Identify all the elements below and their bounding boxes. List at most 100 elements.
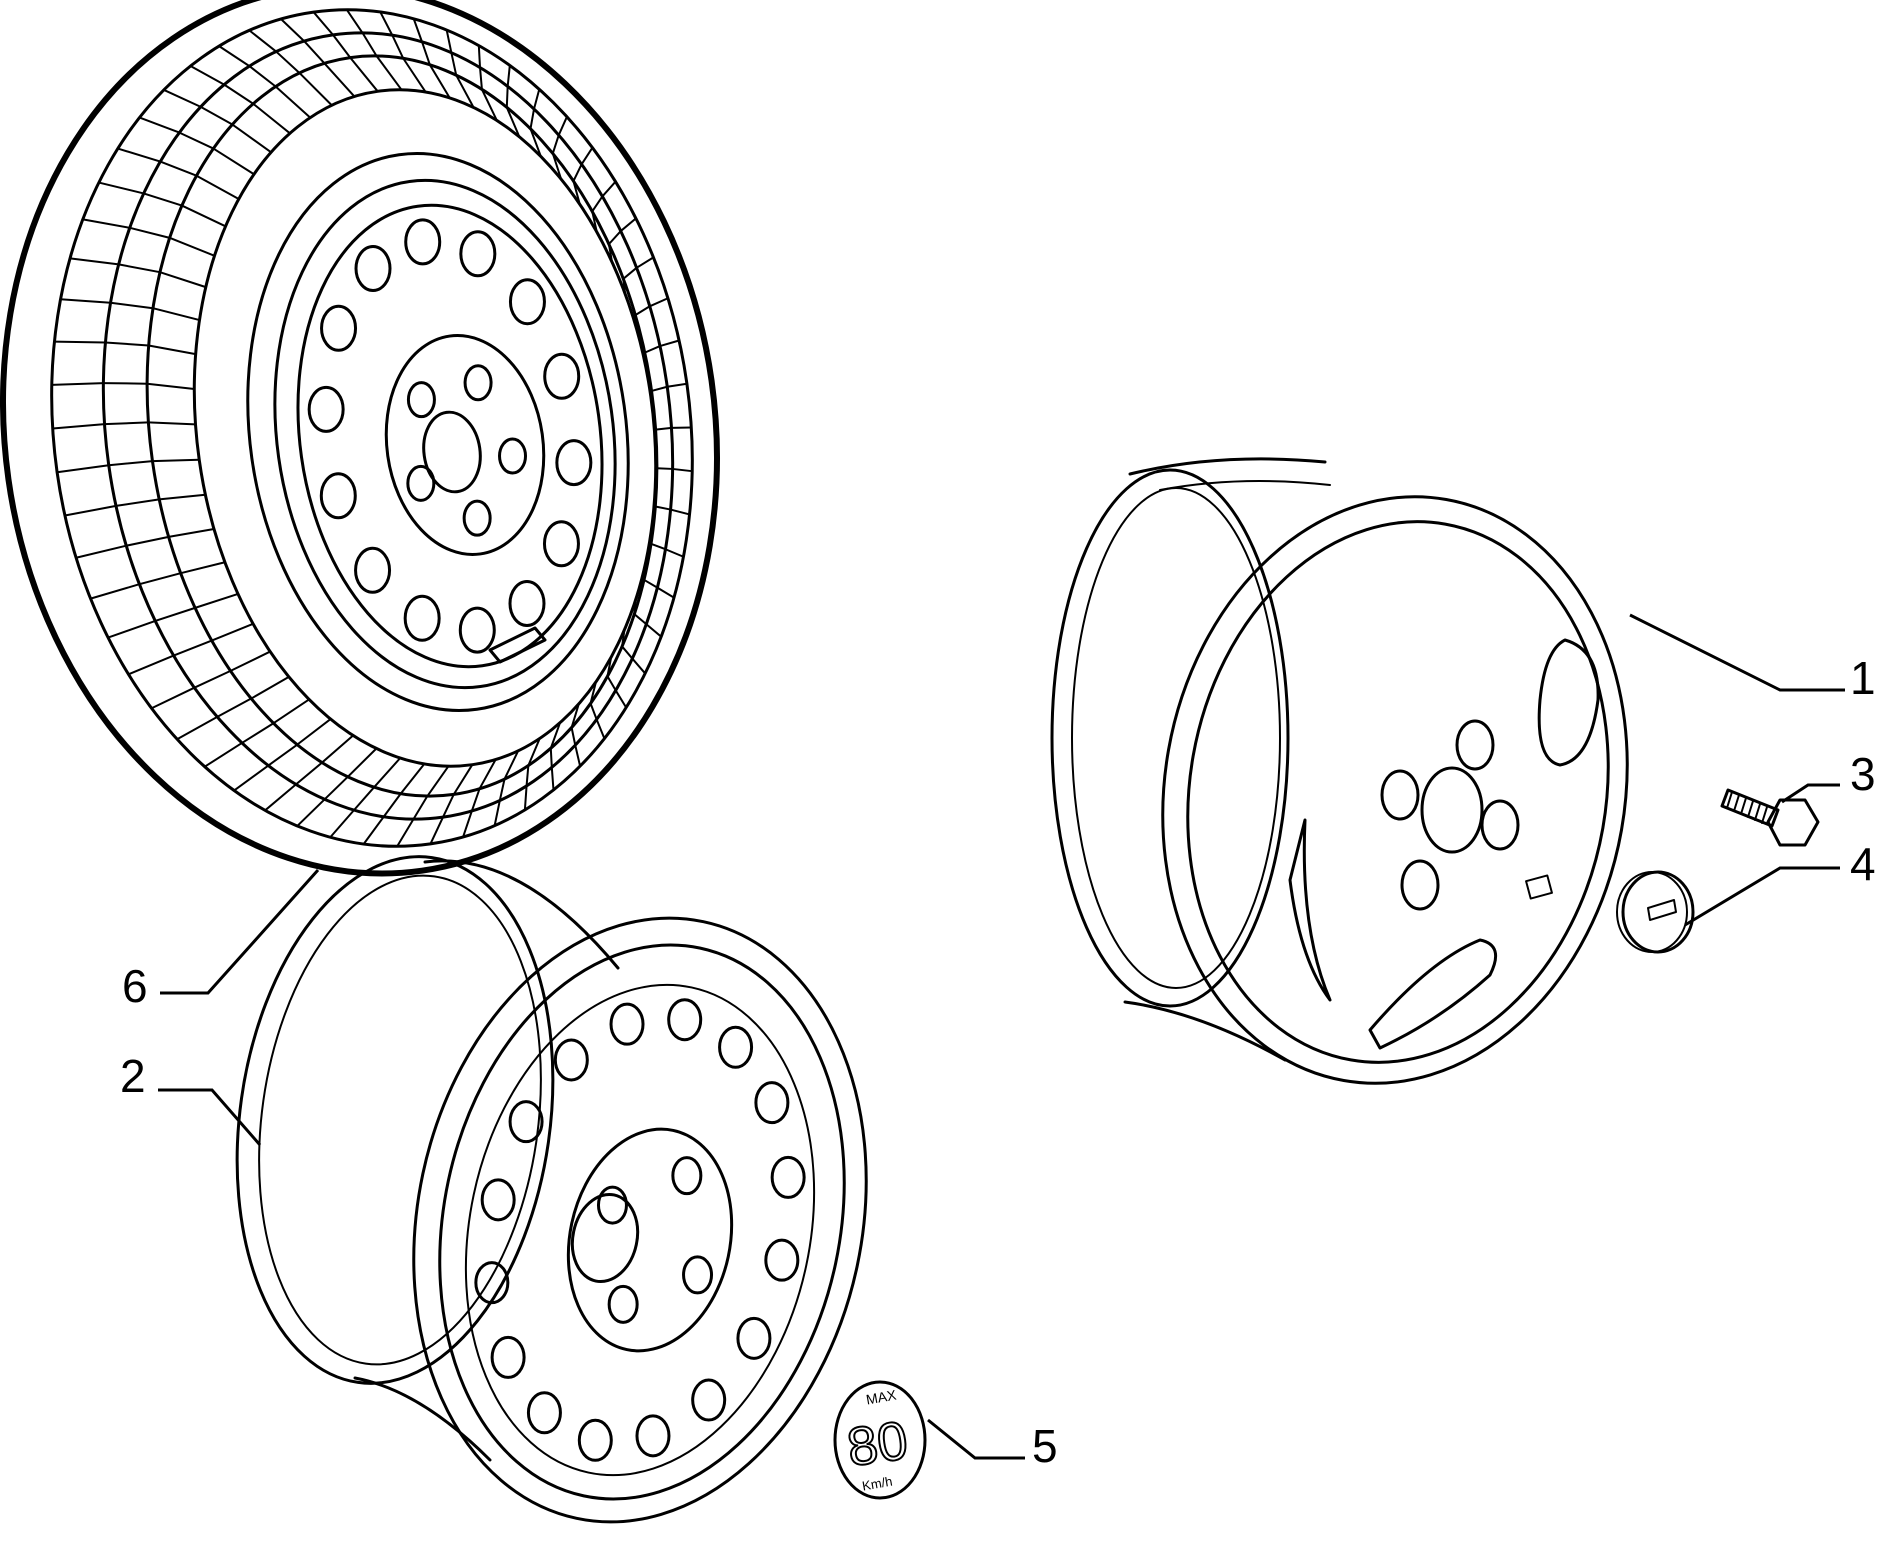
lug-hole — [406, 464, 436, 502]
tread-groove — [619, 217, 637, 233]
steel-vent-hole — [490, 1335, 526, 1379]
tread-groove — [601, 180, 617, 198]
tread-groove — [116, 147, 162, 163]
callout-4: 4 — [1850, 838, 1876, 890]
tread-groove — [142, 192, 183, 207]
tread-groove — [493, 799, 501, 827]
tread-groove — [298, 71, 333, 107]
tread-groove — [654, 426, 673, 431]
tread-groove — [63, 504, 118, 517]
tread-groove — [580, 146, 594, 166]
callout-3: 3 — [1850, 748, 1876, 800]
tread-groove — [248, 29, 278, 53]
tread-groove — [51, 423, 106, 430]
tread-groove — [162, 88, 202, 108]
alloy-lug-holes — [1380, 719, 1520, 911]
steel-wheel — [235, 855, 868, 1524]
tread-groove — [194, 592, 239, 609]
tread-groove — [622, 266, 638, 280]
tread-groove — [75, 544, 128, 559]
tread-groove — [529, 127, 542, 158]
bolt-shank — [1720, 788, 1780, 828]
tread-groove — [421, 40, 431, 66]
valve-stem — [488, 626, 547, 664]
bolt-thread — [1754, 803, 1761, 821]
tread-groove — [570, 702, 580, 729]
tread-groove — [621, 645, 634, 660]
steel-vent-hole — [770, 1155, 806, 1199]
tread-groove — [645, 623, 663, 638]
tread-groove — [329, 809, 355, 839]
bolt-thread — [1761, 806, 1768, 824]
tread-groove — [53, 340, 107, 344]
decal-outline — [833, 1380, 927, 1500]
tread-groove — [303, 40, 326, 65]
tread-groove — [115, 498, 161, 507]
lug-hole — [462, 499, 492, 537]
steel-front-rim-inner — [438, 943, 846, 1501]
tread-groove — [279, 17, 306, 43]
steel-vent-hole — [609, 1002, 645, 1046]
tread-groove — [525, 764, 530, 787]
tread-groove — [505, 85, 509, 109]
tread-groove — [345, 8, 364, 34]
steel-lug-hole — [671, 1156, 703, 1196]
steel-lug-holes — [596, 1156, 714, 1324]
tread-groove — [218, 45, 251, 68]
tread-groove — [462, 809, 473, 839]
tread-groove — [158, 271, 207, 289]
tread-groove — [104, 341, 150, 347]
steel-barrel-top — [423, 859, 620, 970]
callout-5: 5 — [1032, 1420, 1058, 1472]
tread-groove — [666, 382, 688, 388]
steel-lug-hole — [607, 1284, 639, 1324]
leader-2 — [158, 1088, 262, 1146]
tread-groove — [323, 775, 349, 801]
tread-groove — [654, 505, 672, 511]
tread-groove — [231, 123, 273, 154]
callout-2: 2 — [120, 1050, 146, 1102]
tread-groove — [361, 31, 378, 57]
cap-face — [1621, 870, 1695, 954]
tread-groove — [109, 301, 154, 310]
tread-groove — [633, 613, 648, 626]
tread-groove — [382, 792, 402, 818]
tread-groove — [176, 715, 219, 741]
tread-groove — [103, 421, 150, 426]
vent-hole — [458, 606, 496, 654]
tread-groove — [229, 650, 272, 672]
tread-groove — [59, 298, 112, 304]
lug-holes — [406, 364, 528, 537]
tread-groove — [151, 458, 201, 463]
tread-groove — [151, 307, 201, 322]
wheel-bolt — [1720, 788, 1820, 847]
alloy-lug-hole — [1380, 769, 1420, 821]
tread-groove — [643, 578, 659, 589]
tread-groove — [650, 542, 667, 551]
lug-hole — [498, 437, 528, 475]
vent-hole — [404, 218, 442, 266]
tread-groove — [445, 29, 453, 54]
tread-groove — [643, 345, 661, 354]
tread-groove — [589, 702, 598, 721]
tread-groove — [117, 263, 161, 274]
tread-groove — [452, 763, 474, 796]
alloy-wheel — [1050, 457, 1629, 1085]
tread-groove — [557, 115, 568, 137]
rim-inner — [273, 178, 617, 690]
tread-groove — [223, 83, 255, 105]
hub-plate — [384, 334, 546, 556]
tread-groove — [56, 464, 110, 474]
alloy-valve-slot — [1525, 874, 1553, 900]
tread-groove — [203, 741, 243, 768]
tread-groove — [373, 757, 402, 789]
tread-groove — [296, 798, 326, 827]
tread-groove — [505, 106, 521, 138]
alloy-lug-hole — [1400, 859, 1440, 911]
vent-hole — [307, 385, 345, 433]
steel-vent-hole — [754, 1081, 790, 1125]
tread-groove — [272, 698, 311, 725]
leader-4 — [1684, 866, 1840, 927]
center-cap — [1616, 870, 1695, 954]
tread-groove — [478, 758, 497, 790]
